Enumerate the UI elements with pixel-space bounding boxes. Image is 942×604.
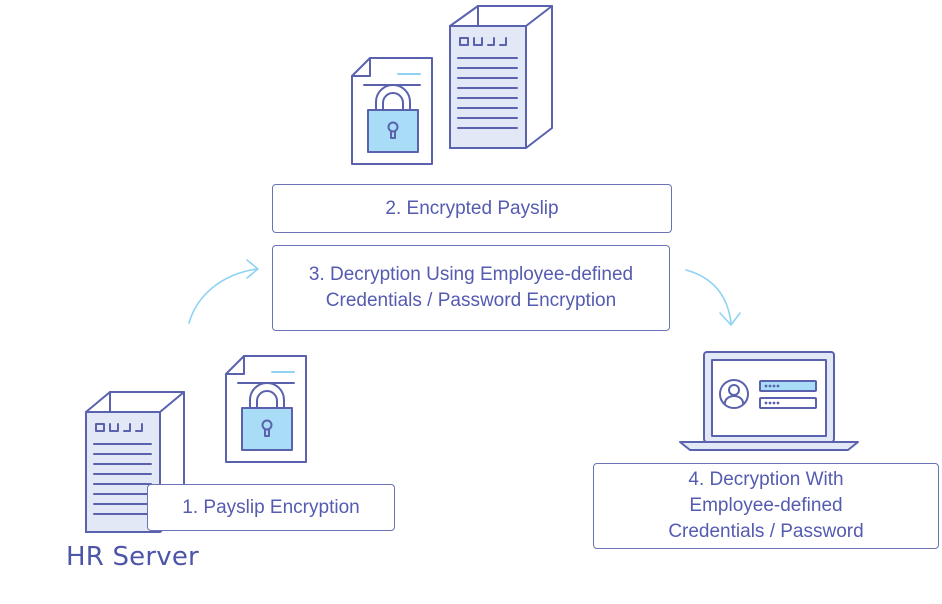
step-2-encrypted-payslip: 2. Encrypted Payslip bbox=[272, 184, 672, 233]
step-4-line-2: Employee-defined bbox=[689, 495, 843, 516]
laptop-icon bbox=[679, 351, 859, 451]
step-4-line-1: 4. Decryption With bbox=[688, 469, 844, 490]
hr-server-label: HR Server bbox=[66, 542, 199, 572]
step-2-label: 2. Encrypted Payslip bbox=[385, 197, 559, 219]
step-1-label: 1. Payslip Encryption bbox=[182, 496, 360, 518]
step-4-employee-decryption: 4. Decryption With Employee-defined Cred… bbox=[593, 463, 939, 549]
arrow-icon bbox=[188, 259, 259, 324]
step-3-line-2: Credentials / Password Encryption bbox=[325, 290, 617, 311]
step-4-line-3: Credentials / Password bbox=[668, 521, 864, 542]
step-3-line-1: 3. Decryption Using Employee-defined bbox=[308, 264, 634, 285]
step-3-transfer-decryption: 3. Decryption Using Employee-defined Cre… bbox=[272, 245, 670, 331]
server-icon bbox=[449, 5, 553, 149]
document-lock-icon bbox=[351, 57, 433, 165]
arrow-icon bbox=[685, 269, 741, 326]
document-lock-icon bbox=[225, 355, 307, 463]
user-icon bbox=[719, 379, 749, 409]
step-1-payslip-encryption: 1. Payslip Encryption bbox=[147, 484, 395, 531]
